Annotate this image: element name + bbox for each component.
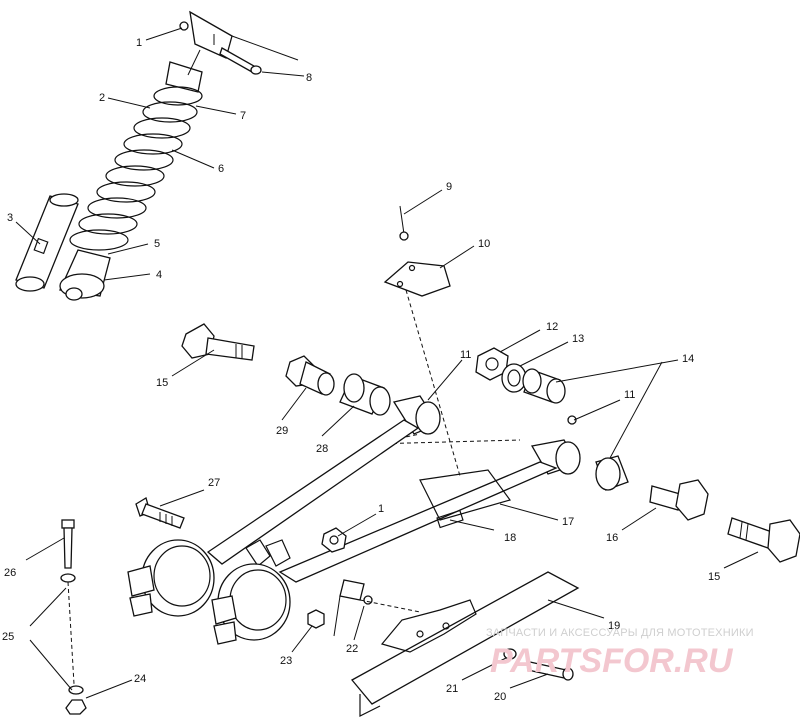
callout-numbers: 1 2 3 4 5 6 7 8 9 10 11 11 12 13 14 15 1… — [2, 37, 720, 703]
callout-10: 10 — [478, 238, 490, 250]
watermark-logo: PARTSFOR.RU — [490, 642, 734, 680]
callout-1: 1 — [136, 37, 142, 49]
leader-lines — [15, 27, 759, 699]
callout-29: 29 — [276, 425, 288, 437]
pivot-bolt-left — [181, 323, 255, 361]
bushing-14-lower — [595, 455, 629, 491]
callout-3: 3 — [7, 212, 13, 224]
callout-4: 4 — [156, 269, 162, 281]
callout-9: 9 — [446, 181, 452, 193]
callout-25: 25 — [2, 631, 14, 643]
bolt-20 — [527, 661, 574, 681]
callout-22: 22 — [346, 643, 358, 655]
shock-absorber-assembly — [15, 10, 299, 301]
callout-11-right: 11 — [624, 389, 635, 401]
callout-17: 17 — [562, 516, 574, 528]
callout-24: 24 — [134, 673, 146, 685]
mount-plate — [383, 205, 461, 477]
pivot-bolt-16 — [649, 479, 709, 521]
small-clip-11 — [567, 415, 577, 425]
swing-arm — [135, 395, 581, 583]
callout-18: 18 — [504, 532, 516, 544]
callout-26: 26 — [4, 567, 16, 579]
callout-28: 28 — [316, 443, 328, 455]
clamp-ring-left — [127, 539, 215, 617]
slide-rail — [350, 571, 580, 717]
bushing-29 — [285, 355, 335, 396]
callout-14: 14 — [682, 353, 694, 365]
washer-13 — [501, 363, 527, 393]
callout-19: 19 — [608, 620, 620, 632]
bushing-28 — [339, 373, 391, 416]
nut-23 — [307, 609, 325, 629]
pivot-bolt-15-right — [727, 517, 800, 563]
clamp-ring-right — [211, 563, 291, 645]
callout-6: 6 — [218, 163, 224, 175]
callout-27: 27 — [208, 477, 220, 489]
callout-16: 16 — [606, 532, 618, 544]
bolt-21 — [503, 648, 517, 660]
callout-5: 5 — [154, 238, 160, 250]
callout-23: 23 — [280, 655, 292, 667]
callout-21: 21 — [446, 683, 458, 695]
callout-11-upper: 11 — [460, 349, 471, 361]
callout-15-left: 15 — [156, 377, 168, 389]
callout-20: 20 — [494, 691, 506, 703]
coil-spring — [69, 86, 203, 251]
callout-1-lower: 1 — [378, 503, 384, 515]
callout-12: 12 — [546, 321, 558, 333]
watermark: ЗАПЧАСТИ И АКСЕССУАРЫ ДЛЯ МОТОТЕХНИКИ PA… — [486, 627, 754, 680]
callout-13: 13 — [572, 333, 584, 345]
callout-15-right: 15 — [708, 571, 720, 583]
bracket-22 — [339, 579, 421, 613]
callout-2: 2 — [99, 92, 105, 104]
callout-7: 7 — [240, 110, 246, 122]
bolt-26-set — [60, 519, 87, 715]
bushing-14-upper — [522, 368, 566, 404]
watermark-tagline: ЗАПЧАСТИ И АКСЕССУАРЫ ДЛЯ МОТОТЕХНИКИ — [486, 627, 754, 639]
callout-8: 8 — [306, 72, 312, 84]
